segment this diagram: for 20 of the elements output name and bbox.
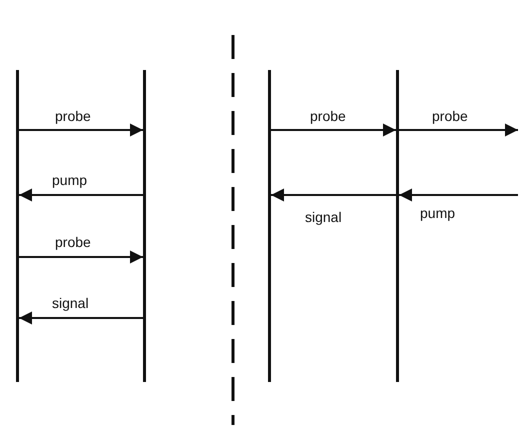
edge-label: pump: [420, 205, 456, 221]
edge-label: pump: [52, 172, 88, 188]
arrow: [19, 188, 143, 202]
arrow: [19, 124, 143, 136]
edge-label: signal: [305, 209, 342, 225]
edge-label: probe: [310, 108, 346, 124]
edge-label: signal: [52, 295, 89, 311]
arrow: [271, 188, 396, 202]
vertical-line: [396, 70, 399, 382]
vertical-line: [143, 70, 146, 382]
edge-label: probe: [55, 234, 91, 250]
vertical-line: [268, 70, 271, 382]
arrow: [399, 188, 518, 202]
vertical-line: [16, 70, 19, 382]
edge-label: probe: [55, 108, 91, 124]
arrow: [19, 250, 143, 264]
arrow: [399, 124, 518, 136]
arrow: [271, 124, 396, 136]
edge-label: probe: [432, 108, 468, 124]
arrow: [19, 312, 143, 324]
